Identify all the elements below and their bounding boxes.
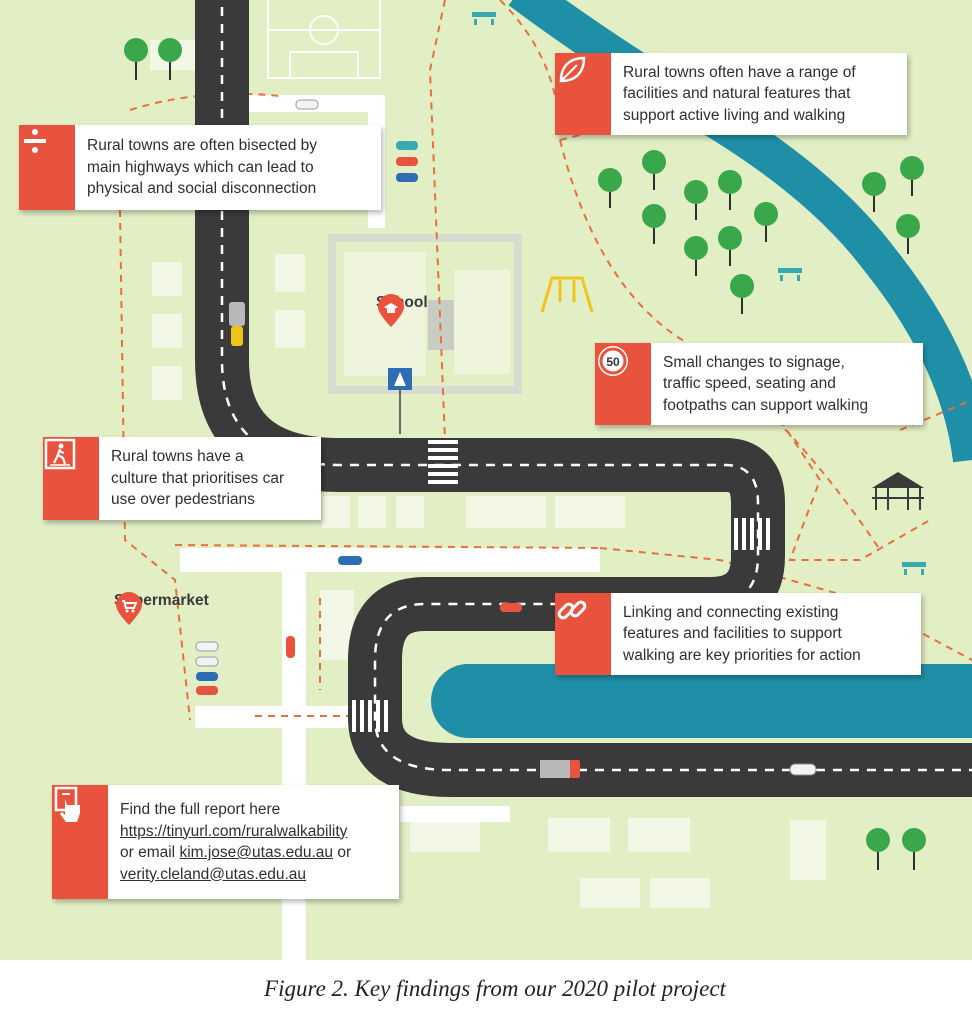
- callout-facilities-line: support active living and walking: [623, 106, 846, 124]
- report-link[interactable]: https://tinyurl.com/ruralwalkability: [120, 822, 348, 840]
- callout-report-icon-box: [52, 785, 108, 899]
- zebra-crossings: [352, 440, 770, 732]
- callout-linking-line: Linking and connecting existing: [623, 603, 839, 621]
- callout-linking: Linking and connecting existing features…: [555, 593, 921, 675]
- school-pin-icon: [378, 294, 404, 327]
- town-map: School Supermarket Rural towns are often…: [0, 0, 972, 960]
- callout-highway-line: physical and social disconnection: [87, 180, 317, 198]
- callout-highway-line: Rural towns are often bisected by: [87, 137, 318, 155]
- cars: [195, 99, 817, 778]
- callout-facilities-icon-box: [555, 53, 611, 135]
- callout-signage-line: Small changes to signage,: [663, 353, 845, 371]
- callout-facilities-line: Rural towns often have a range of: [623, 63, 856, 81]
- building-blocks: [150, 40, 826, 908]
- report-email-prefix: or email: [120, 844, 180, 861]
- callout-culture: Rural towns have a culture that prioriti…: [43, 437, 321, 520]
- school-annex: [454, 270, 510, 374]
- link-icon: [557, 600, 587, 620]
- callout-highway-icon-box: [19, 125, 75, 210]
- crossing-sign: [388, 368, 412, 434]
- callout-highway-line: main highways which can lead to: [87, 158, 314, 176]
- callout-linking-line: features and facilities to support: [623, 625, 842, 643]
- email-link-kim[interactable]: kim.jose@utas.edu.au: [179, 844, 334, 861]
- callout-report: Find the full report here https://tinyur…: [52, 785, 399, 899]
- gazebo: [872, 472, 924, 510]
- lake: [431, 664, 972, 738]
- benches: [472, 12, 926, 575]
- callout-culture-icon-box: [43, 437, 99, 520]
- speed-limit-text: 50: [606, 355, 620, 369]
- leaf-icon: [559, 56, 586, 83]
- river: [508, 0, 972, 463]
- footpaths: [180, 95, 600, 960]
- callout-signage-line: traffic speed, seating and: [663, 375, 836, 393]
- report-email-suffix: or: [333, 844, 352, 861]
- divide-icon: [24, 129, 46, 153]
- callout-facilities: Rural towns often have a range of facili…: [555, 53, 907, 135]
- touch-icon: [54, 786, 80, 822]
- callout-linking-icon-box: [555, 593, 611, 675]
- playground-swings: [540, 276, 594, 313]
- speed-sign-icon: 50: [598, 346, 628, 376]
- callout-culture-line: Rural towns have a: [111, 448, 244, 466]
- callout-culture-line: use over pedestrians: [111, 491, 255, 509]
- figure-caption: Figure 2. Key findings from our 2020 pil…: [264, 976, 726, 1001]
- callout-facilities-line: facilities and natural features that: [623, 85, 851, 103]
- school-fence: [328, 234, 522, 394]
- supermarket-marker: Supermarket: [114, 592, 209, 625]
- report-intro: Find the full report here: [120, 801, 281, 818]
- callout-signage: 50 Small changes to signage, traffic spe…: [595, 343, 923, 425]
- trees: [124, 38, 926, 870]
- pedestrian-icon: [44, 438, 76, 470]
- email-link-verity[interactable]: verity.cleland@utas.edu.au: [120, 865, 307, 883]
- callout-signage-line: footpaths can support walking: [663, 396, 869, 414]
- callout-signage-icon-box: 50: [595, 343, 651, 425]
- callout-linking-line: walking are key priorities for action: [623, 646, 861, 664]
- football-field: [267, 0, 381, 79]
- callout-highway: Rural towns are often bisected by main h…: [19, 125, 381, 210]
- callout-culture-line: culture that prioritises car: [111, 469, 285, 487]
- school-marker: School: [376, 294, 428, 327]
- cart-pin-icon: [116, 592, 142, 625]
